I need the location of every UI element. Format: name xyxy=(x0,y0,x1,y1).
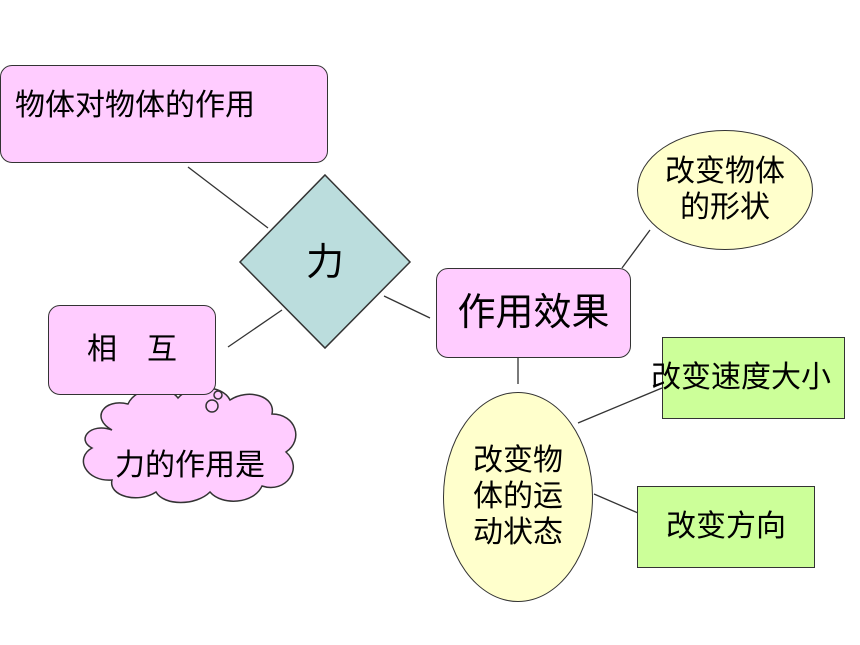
change-speed-box: 改变速度大小 xyxy=(651,337,845,419)
effect-box: 作用效果 xyxy=(436,268,631,358)
change-motion-ellipse: 改变物 体的运 动状态 xyxy=(443,392,593,602)
connector-motion-speed xyxy=(577,387,663,424)
change-motion-text: 改变物 体的运 动状态 xyxy=(473,443,563,550)
connector-force-effect xyxy=(383,295,431,319)
callout-text: 力的作用是 xyxy=(115,448,265,483)
effect-text: 作用效果 xyxy=(457,290,610,335)
definition-text: 物体对物体的作用 xyxy=(15,88,255,123)
force-label: 力 xyxy=(305,239,344,284)
definition-box: 物体对物体的作用 xyxy=(0,65,328,163)
change-speed-text: 改变速度大小 xyxy=(651,360,831,395)
change-direction-text: 改变方向 xyxy=(666,509,786,544)
connector-definition-force xyxy=(187,166,269,229)
connector-mutual-force xyxy=(227,309,283,348)
change-shape-text: 改变物体 的形状 xyxy=(665,154,785,225)
connector-effect-shape xyxy=(621,229,651,269)
mutual-box: 相 互 xyxy=(48,305,216,395)
connector-motion-direction xyxy=(593,493,639,514)
mutual-text: 相 互 xyxy=(87,332,177,367)
change-shape-ellipse: 改变物体 的形状 xyxy=(637,130,813,250)
change-direction-box: 改变方向 xyxy=(637,486,815,568)
